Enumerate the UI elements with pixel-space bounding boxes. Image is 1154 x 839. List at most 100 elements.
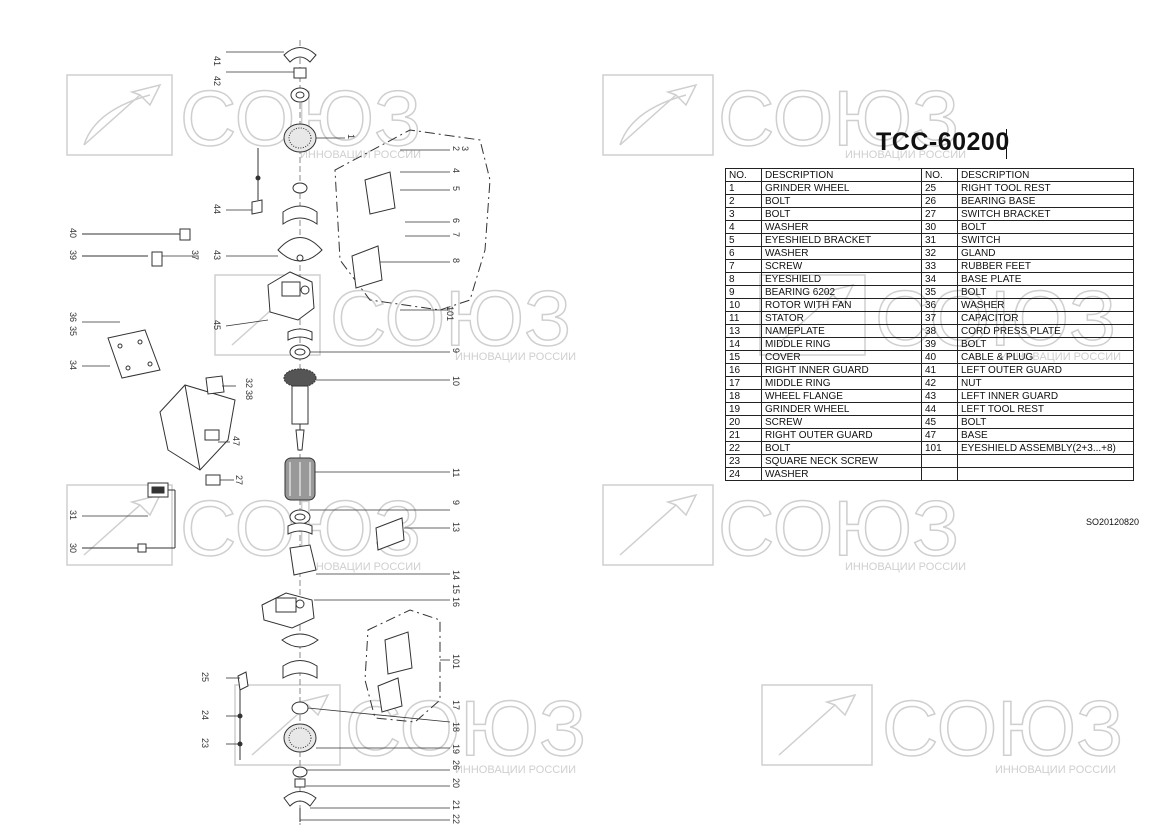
part-number-left: 4 — [725, 220, 762, 234]
part-description-right: NUT — [957, 376, 1134, 390]
part-number-left: 22 — [725, 441, 762, 455]
table-header-row: NO. DESCRIPTION NO. DESCRIPTION — [725, 168, 1134, 182]
part-number-left: 15 — [725, 350, 762, 364]
callout-9-top: 9 — [451, 348, 461, 353]
part-number-right: 40 — [921, 350, 958, 364]
right-outer-guard-band — [282, 660, 318, 679]
part-description-left: BOLT — [761, 441, 922, 455]
part-description-left: SCREW — [761, 415, 922, 429]
middle-ring-part-lower — [287, 522, 313, 535]
part-number-right: 45 — [921, 415, 958, 429]
part-number-left: 19 — [725, 402, 762, 416]
part-description-right: CAPACITOR — [957, 311, 1134, 325]
left-outer-guard-part — [283, 47, 317, 63]
part-number-right: 33 — [921, 259, 958, 273]
callout-16: 16 — [451, 597, 461, 607]
model-title: TCC-60200 — [876, 128, 1010, 156]
callout-9-bottom: 9 — [451, 500, 461, 505]
part-number-right: 27 — [921, 207, 958, 221]
callout-40: 40 — [68, 228, 78, 238]
callout-35: 35 — [68, 326, 78, 336]
right-inner-guard-band — [289, 544, 317, 576]
watermark-mid-left: СОЮЗ — [214, 273, 572, 363]
part-description-left: BOLT — [761, 194, 922, 208]
eyeshield-part — [351, 245, 383, 289]
watermark-top-right: СОЮЗ — [602, 73, 960, 163]
part-number-right: 39 — [921, 337, 958, 351]
watermark-tagline: ИННОВАЦИИ РОССИИ — [845, 561, 966, 573]
part-description-right: BOLT — [957, 415, 1134, 429]
callout-1: 1 — [346, 134, 356, 139]
part-number-right: 26 — [921, 194, 958, 208]
watermark-brand: СОЮЗ — [718, 484, 959, 572]
part-number-right: 43 — [921, 389, 958, 403]
watermark-brand: СОЮЗ — [882, 684, 1123, 772]
callout-20: 20 — [451, 778, 461, 788]
part-description-left: GRINDER WHEEL — [761, 181, 922, 195]
callout-17: 17 — [451, 700, 461, 710]
callout-37: 37 — [190, 250, 200, 260]
left-inner-guard-band — [282, 205, 318, 225]
part-description-right: LEFT OUTER GUARD — [957, 363, 1134, 377]
part-number-left: 23 — [725, 454, 762, 468]
callout-18: 18 — [451, 722, 461, 732]
part-description-right: BEARING BASE — [957, 194, 1134, 208]
part-description-left: RIGHT OUTER GUARD — [761, 428, 922, 442]
eyeshield-assembly-boundary-bottom — [364, 609, 441, 723]
callout-21: 21 — [451, 800, 461, 810]
part-number-right: 41 — [921, 363, 958, 377]
bearing-part-lower — [289, 509, 311, 525]
gland-part — [205, 375, 225, 395]
part-description-right: EYESHIELD ASSEMBLY(2+3...+8) — [957, 441, 1134, 455]
part-description-left: MIDDLE RING — [761, 337, 922, 351]
rotor-fan-part — [283, 368, 317, 388]
watermark-bottom-right: СОЮЗ — [761, 683, 1124, 773]
callout-27: 27 — [234, 475, 244, 485]
part-description-right: BASE PLATE — [957, 272, 1134, 286]
callout-44: 44 — [212, 204, 222, 214]
header-no-left: NO. — [725, 168, 762, 182]
callout-11: 11 — [451, 468, 461, 477]
callout-101-bottom: 101 — [451, 654, 461, 669]
nut-part — [293, 67, 307, 79]
part-description-left: STATOR — [761, 311, 922, 325]
callout-7: 7 — [451, 232, 461, 237]
callout-34: 34 — [68, 360, 78, 370]
callout-101-top: 101 — [445, 306, 455, 321]
part-number-right: 101 — [921, 441, 958, 455]
callout-36: 36 — [68, 312, 78, 322]
watermark-tagline: ИННОВАЦИИ РОССИИ — [845, 149, 966, 161]
callout-22: 22 — [451, 814, 461, 824]
part-description-right: LEFT TOOL REST — [957, 402, 1134, 416]
part-description-left: BOLT — [761, 207, 922, 221]
part-number-right: 32 — [921, 246, 958, 260]
part-number-left: 1 — [725, 181, 762, 195]
part-description-right — [957, 454, 1134, 468]
watermark-tagline: ИННОВАЦИИ РОССИИ — [455, 764, 576, 776]
part-number-left: 13 — [725, 324, 762, 338]
part-number-left: 20 — [725, 415, 762, 429]
part-description-left: WHEEL FLANGE — [761, 389, 922, 403]
right-inner-guard-part — [281, 633, 319, 648]
part-description-right: GLAND — [957, 246, 1134, 260]
part-description-left: RIGHT INNER GUARD — [761, 363, 922, 377]
part-description-left: EYESHIELD BRACKET — [761, 233, 922, 247]
part-description-right: CABLE & PLUG — [957, 350, 1134, 364]
switch-bracket-part — [205, 474, 221, 486]
part-number-left: 10 — [725, 298, 762, 312]
callout-31: 31 — [68, 510, 78, 520]
part-number-right — [921, 467, 958, 481]
text-cursor — [1006, 129, 1007, 159]
part-description-right: BOLT — [957, 220, 1134, 234]
part-number-right: 35 — [921, 285, 958, 299]
